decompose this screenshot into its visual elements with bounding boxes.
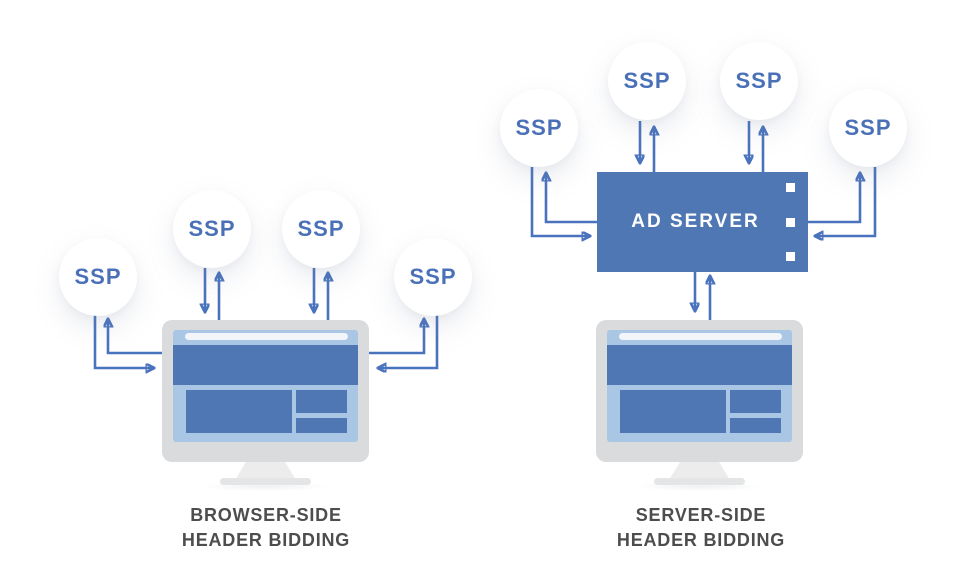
arrow-ssp-to-browser [93,315,152,368]
arrow-ssp-to-adserver [817,167,877,236]
server-indicator-column [786,183,795,261]
browser-monitor [596,320,803,491]
monitor-stand [235,462,296,480]
arrow-ssp-to-browser [380,315,439,368]
browser-screen [173,330,358,442]
browser-address-bar [185,333,348,340]
ad-slot-large [620,390,726,433]
server-indicator-square [786,252,795,261]
caption-line: SERVER-SIDE [635,505,767,525]
ssp-label: SSP [623,68,671,93]
monitor-base [220,478,311,485]
caption-line: BROWSER-SIDE [190,505,342,525]
browser-monitor [162,320,369,491]
caption-line: HEADER BIDDING [181,530,351,550]
ssp-label: SSP [297,216,345,241]
caption-line: HEADER BIDDING [616,530,786,550]
arrow-ssp-to-adserver [530,167,588,236]
monitor-stand [669,462,730,480]
ssp-label: SSP [74,264,122,289]
webpage-header-block [607,345,792,385]
monitor-base [654,478,745,485]
ad-slot-small-top [730,390,781,413]
right-caption: SERVER-SIDE HEADER BIDDING [541,503,861,553]
arrow-adserver-to-ssp [546,175,597,224]
arrow-browser-to-ssp [108,321,162,355]
ssp-node: SSP [282,190,360,268]
ssp-label: SSP [844,115,892,140]
ad-server-box: AD SERVER [597,172,808,272]
ssp-node: SSP [394,238,472,316]
ssp-node: SSP [720,42,798,120]
monitor-floor-shadow [634,482,765,491]
ad-slot-large [186,390,292,433]
server-indicator-square [786,217,795,227]
ssp-label: SSP [735,68,783,93]
ssp-label: SSP [188,216,236,241]
monitor-floor-shadow [200,482,331,491]
browser-address-bar [619,333,782,340]
ad-slot-small-bottom [296,418,347,433]
ssp-node: SSP [829,89,907,167]
ssp-node: SSP [173,190,251,268]
ssp-node: SSP [59,238,137,316]
webpage-header-block [173,345,358,385]
ad-slot-small-bottom [730,418,781,433]
ssp-node: SSP [500,89,578,167]
ssp-label: SSP [409,264,457,289]
arrow-adserver-to-ssp [808,175,860,224]
ad-slot-small-top [296,390,347,413]
left-caption: BROWSER-SIDE HEADER BIDDING [106,503,426,553]
server-indicator-square [786,183,795,192]
ssp-node: SSP [608,42,686,120]
ad-server-label: AD SERVER [631,211,760,232]
browser-screen [607,330,792,442]
arrow-browser-to-ssp [369,321,424,355]
ssp-label: SSP [515,115,563,140]
